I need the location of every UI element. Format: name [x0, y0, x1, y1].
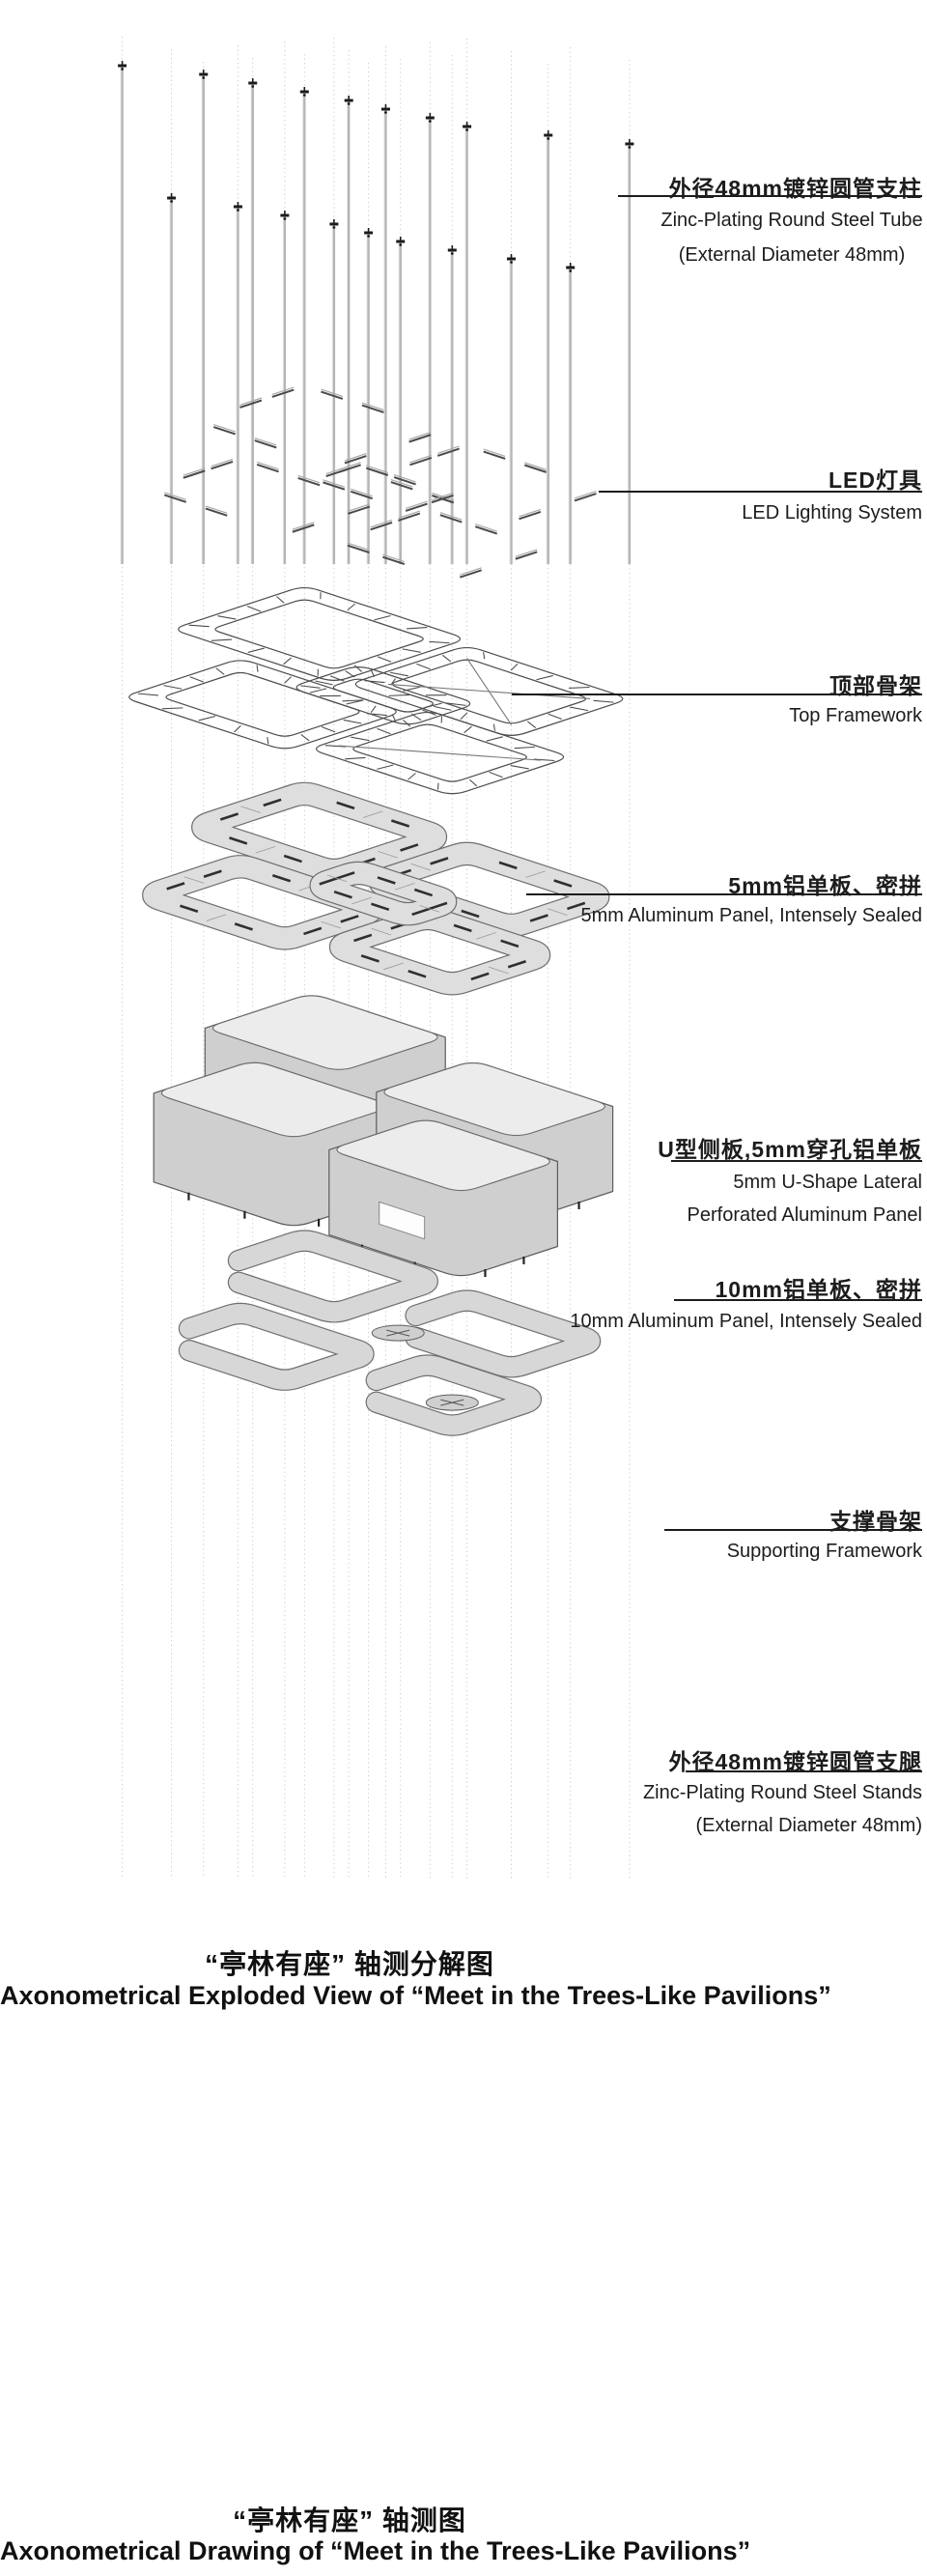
label-text: 10mm Aluminum Panel, Intensely Sealed: [570, 1311, 922, 1332]
label-text: Perforated Aluminum Panel: [687, 1204, 922, 1226]
leader-line: [664, 1529, 922, 1531]
assembled-caption-en: Axonometrical Drawing of “Meet in the Tr…: [0, 2536, 751, 2565]
leader-line: [686, 1770, 922, 1772]
label-steel-tube-zh: 外径48mm镀锌圆管支柱: [668, 176, 922, 201]
label-text: (External Diameter 48mm): [695, 1815, 922, 1836]
leader-line: [599, 491, 922, 493]
u-shape-panel-layer: [153, 995, 614, 1278]
panel-10mm-layer: [178, 1230, 602, 1436]
label-led-zh: LED灯具: [829, 467, 922, 493]
label-text: 5mm Aluminum Panel, Intensely Sealed: [580, 905, 922, 926]
leader-line: [618, 195, 922, 197]
leader-line: [671, 1160, 922, 1162]
label-text: Supporting Framework: [726, 1541, 922, 1562]
label-text: Top Framework: [789, 705, 922, 726]
steel-tube-layer: [118, 61, 634, 564]
label-steel-tube-en: Zinc-Plating Round Steel Tube (External …: [589, 203, 927, 272]
exploded-caption-zh: “亭林有座” 轴测分解图: [205, 1949, 494, 1979]
label-supporting-framework-en: Supporting Framework: [727, 1535, 922, 1568]
label-steel-stands-en: Zinc-Plating Round Steel Stands (Externa…: [643, 1776, 922, 1842]
label-text: LED Lighting System: [742, 502, 922, 524]
panel-5mm-layer: [142, 781, 610, 996]
label-u-shape-panel-en: 5mm U-Shape Lateral Perforated Aluminum …: [688, 1166, 922, 1231]
label-panel-10mm-en: 10mm Aluminum Panel, Intensely Sealed: [570, 1305, 922, 1338]
assembled-caption-zh: “亭林有座” 轴测图: [233, 2505, 466, 2535]
label-text: Zinc-Plating Round Steel Stands: [642, 1782, 922, 1803]
exploded-axonometric-drawing: [118, 37, 634, 1879]
label-panel-10mm-zh: 10mm铝单板、密拼: [715, 1277, 922, 1302]
label-steel-stands-zh: 外径48mm镀锌圆管支腿: [668, 1749, 922, 1774]
label-u-shape-panel-zh: U型侧板,5mm穿孔铝单板: [658, 1137, 922, 1162]
label-text: (External Diameter 48mm): [678, 244, 906, 266]
label-top-framework-en: Top Framework: [789, 699, 922, 732]
supporting-framework-layer: [190, 1445, 448, 1530]
exploded-caption-en: Axonometrical Exploded View of “Meet in …: [0, 1981, 831, 2010]
leader-line: [512, 694, 922, 695]
assembled-axonometric-drawing: [0, 2050, 927, 2484]
label-panel-5mm-en: 5mm Aluminum Panel, Intensely Sealed: [580, 899, 922, 932]
label-text: Zinc-Plating Round Steel Tube: [660, 210, 923, 231]
label-led-en: LED Lighting System: [742, 496, 922, 529]
leader-line: [674, 1299, 922, 1301]
label-text: 5mm U-Shape Lateral: [733, 1172, 922, 1193]
led-lighting-layer: [163, 386, 597, 579]
leader-line: [526, 893, 922, 895]
